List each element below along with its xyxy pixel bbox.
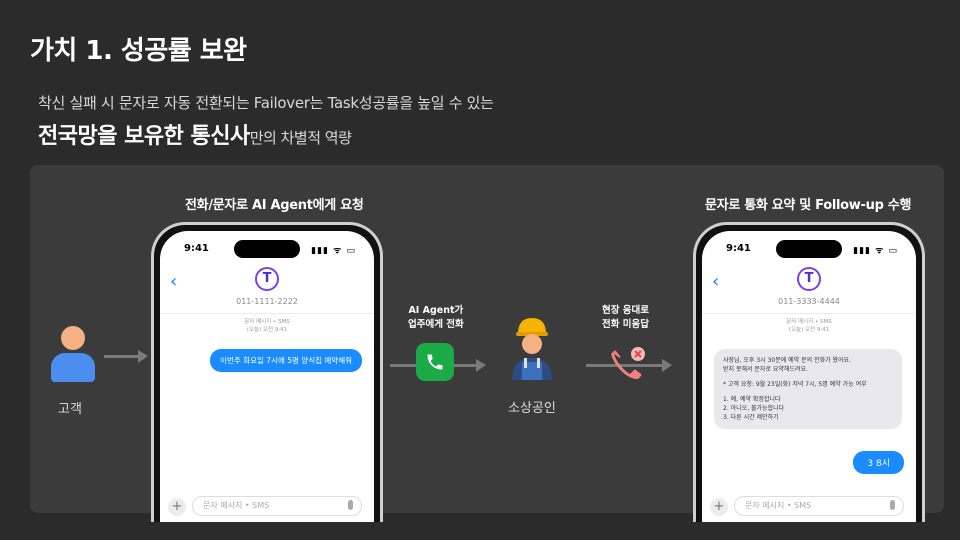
field-caption: 현장 응대로 전화 미응답 <box>602 304 649 332</box>
field-caption-line2: 전화 미응답 <box>602 319 650 330</box>
phone-call-icon <box>416 343 454 381</box>
meta-type: 문자 메시지 • SMS <box>786 319 832 325</box>
ai-caption-line1: AI Agent가 <box>408 305 464 316</box>
left-caption: 전화/문자로 AI Agent에게 요청 <box>185 198 364 213</box>
arrow-right-icon <box>586 359 672 372</box>
message-input[interactable]: 문자 메시지 • SMS <box>192 496 362 516</box>
mic-icon[interactable] <box>348 500 353 510</box>
back-chevron-icon[interactable]: ‹ <box>712 271 720 292</box>
status-icons: ▮▮▮ ᯤ ▭ <box>311 246 356 256</box>
input-placeholder: 문자 메시지 • SMS <box>203 501 270 510</box>
message-meta: 문자 메시지 • SMS (오늘) 오전 9:41 <box>702 318 916 334</box>
worker-icon <box>508 314 556 384</box>
message-line: * 고객 요청: 9월 23일(화) 저녁 7시, 5명 예약 가능 여부 <box>723 381 867 388</box>
header-divider <box>702 313 916 314</box>
received-message-bubble: 사장님, 오후 3시 30분에 예약 문의 전화가 왔어요. 받지 못해서 문자… <box>714 349 902 429</box>
phone-right: 9:41 ▮▮▮ ᯤ ▭ ‹ T 011-3333-4444 문자 메시지 • … <box>693 222 925 522</box>
subtitle-emphasis: 전국망을 보유한 통신사 <box>38 124 250 149</box>
input-placeholder: 문자 메시지 • SMS <box>745 501 812 510</box>
phone-right-screen: 9:41 ▮▮▮ ᯤ ▭ ‹ T 011-3333-4444 문자 메시지 • … <box>702 231 916 522</box>
meta-time: (오늘) 오전 9:41 <box>788 327 830 333</box>
status-time: 9:41 <box>184 243 209 254</box>
reply-message-bubble: 3 8시 <box>853 451 904 474</box>
dynamic-island <box>234 240 300 258</box>
meta-type: 문자 메시지 • SMS <box>244 319 290 325</box>
meta-time: (오늘) 오전 9:41 <box>246 327 288 333</box>
back-chevron-icon[interactable]: ‹ <box>170 271 178 292</box>
customer-label: 고객 <box>58 402 82 417</box>
field-caption-line1: 현장 응대로 <box>602 305 650 316</box>
status-icons: ▮▮▮ ᯤ ▭ <box>853 246 898 256</box>
owner-label: 소상공인 <box>508 401 556 416</box>
plus-icon[interactable]: + <box>710 498 728 516</box>
contact-avatar[interactable]: T <box>797 267 821 291</box>
page-title: 가치 1. 성공률 보완 <box>30 36 247 66</box>
subtitle-line2: 전국망을 보유한 통신사만의 차별적 역량 <box>38 118 352 150</box>
message-input[interactable]: 문자 메시지 • SMS <box>734 496 904 516</box>
dynamic-island <box>776 240 842 258</box>
message-line: 사장님, 오후 3시 30분에 예약 문의 전화가 왔어요. <box>723 357 851 364</box>
phone-left: 9:41 ▮▮▮ ᯤ ▭ ‹ T 011-1111-2222 문자 메시지 • … <box>151 222 383 522</box>
message-meta: 문자 메시지 • SMS (오늘) 오전 9:41 <box>160 318 374 334</box>
option-line: 2. 아니오, 불가능합니다 <box>723 405 785 412</box>
subtitle-line1: 착신 실패 시 문자로 자동 전환되는 Failover는 Task성공률을 높… <box>38 94 494 112</box>
ai-call-caption: AI Agent가 업주에게 전화 <box>408 304 464 332</box>
contact-number: 011-3333-4444 <box>778 297 840 306</box>
phone-left-screen: 9:41 ▮▮▮ ᯤ ▭ ‹ T 011-1111-2222 문자 메시지 • … <box>160 231 374 522</box>
mic-icon[interactable] <box>890 500 895 510</box>
contact-number: 011-1111-2222 <box>236 297 298 306</box>
ai-caption-line2: 업주에게 전화 <box>408 319 464 330</box>
subtitle-rest: 만의 차별적 역량 <box>249 129 352 147</box>
arrow-right-icon <box>104 350 148 363</box>
right-caption: 문자로 통화 요약 및 Follow-up 수행 <box>705 198 912 213</box>
message-line: 받지 못해서 문자로 요약해드려요. <box>723 366 808 373</box>
status-time: 9:41 <box>726 243 751 254</box>
option-line: 3. 다른 시간 제안하기 <box>723 414 779 421</box>
header-divider <box>160 313 374 314</box>
customer-icon <box>49 326 97 384</box>
option-line: 1. 예, 예약 확정합니다 <box>723 396 781 403</box>
sent-message-bubble: 이번주 화요일 7시에 5명 양식집 예약해줘 <box>210 349 362 372</box>
missed-call-icon <box>608 344 648 384</box>
plus-icon[interactable]: + <box>168 498 186 516</box>
contact-avatar[interactable]: T <box>255 267 279 291</box>
